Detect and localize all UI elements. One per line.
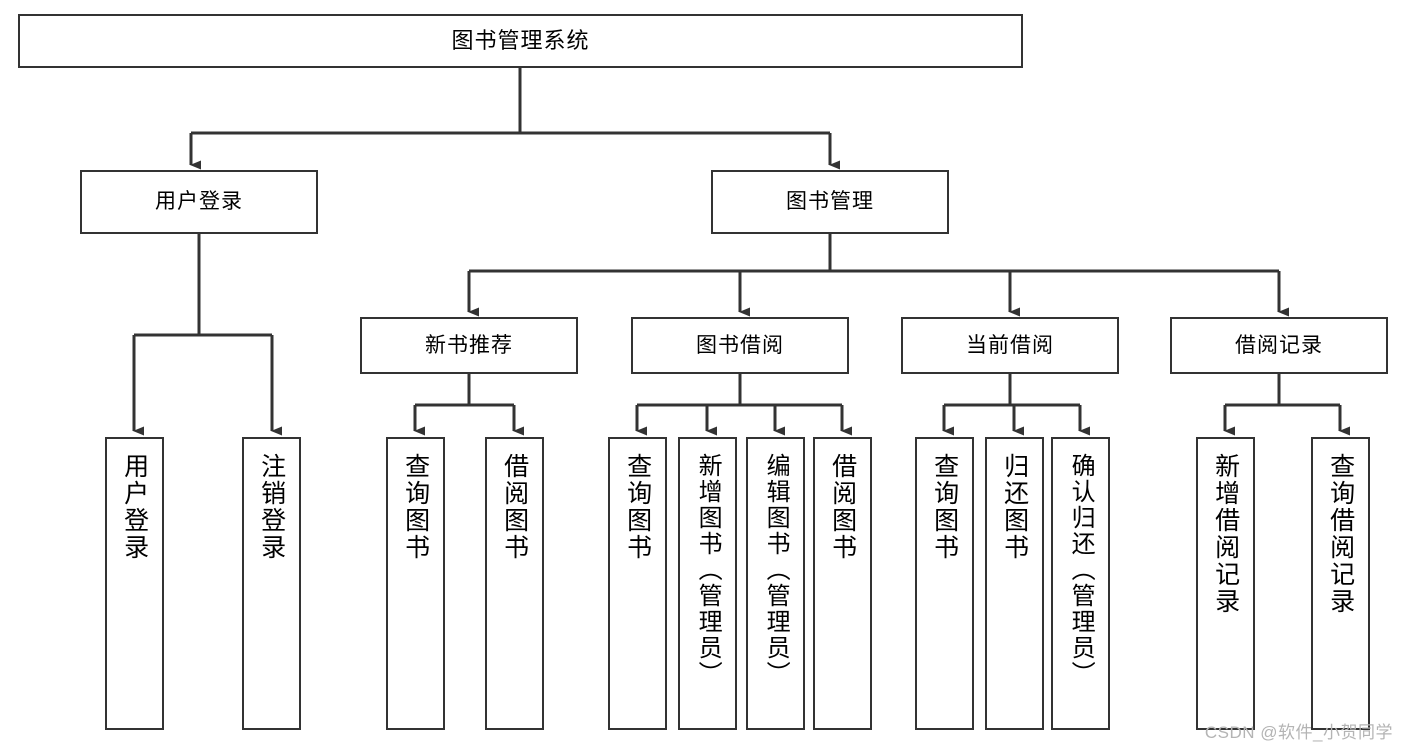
leaf-borrow-add-book-admin[interactable]: 新增图书（管理员）: [678, 437, 737, 730]
node-label: 新书推荐: [425, 333, 513, 357]
leaf-user-login-signout[interactable]: 注销登录: [242, 437, 301, 730]
node-label: 图书管理: [786, 190, 874, 214]
leaf-borrow-borrow-book[interactable]: 借阅图书: [813, 437, 872, 730]
node-book-management[interactable]: 图书管理: [711, 170, 949, 234]
node-label: 查询图书: [930, 453, 959, 561]
node-root-system[interactable]: 图书管理系统: [18, 14, 1023, 68]
node-label: 查询图书: [401, 453, 430, 561]
node-label: 新增图书（管理员）: [694, 453, 722, 687]
node-label: 借阅图书: [828, 453, 857, 561]
node-label: 查询借阅记录: [1326, 453, 1355, 615]
leaf-borrow-edit-book-admin[interactable]: 编辑图书（管理员）: [746, 437, 805, 730]
node-label: 确认归还（管理员）: [1067, 453, 1095, 687]
node-label: 用户登录: [120, 453, 149, 561]
node-label: 当前借阅: [966, 333, 1054, 357]
node-label: 用户登录: [155, 190, 243, 214]
leaf-current-query-book[interactable]: 查询图书: [915, 437, 974, 730]
leaf-recommend-borrow-book[interactable]: 借阅图书: [485, 437, 544, 730]
node-borrow-record[interactable]: 借阅记录: [1170, 317, 1388, 374]
leaf-borrow-query-book[interactable]: 查询图书: [608, 437, 667, 730]
leaf-record-query-record[interactable]: 查询借阅记录: [1311, 437, 1370, 730]
node-label: 注销登录: [257, 453, 286, 561]
watermark-text: CSDN @软件_小贺同学: [1204, 723, 1393, 742]
node-label: 新增借阅记录: [1211, 453, 1240, 615]
node-label: 归还图书: [1000, 453, 1029, 561]
node-label: 图书借阅: [696, 333, 784, 357]
leaf-current-confirm-return-admin[interactable]: 确认归还（管理员）: [1051, 437, 1110, 730]
leaf-recommend-query-book[interactable]: 查询图书: [386, 437, 445, 730]
node-label: 借阅图书: [500, 453, 529, 561]
node-user-login[interactable]: 用户登录: [80, 170, 318, 234]
leaf-record-add-record[interactable]: 新增借阅记录: [1196, 437, 1255, 730]
leaf-current-return-book[interactable]: 归还图书: [985, 437, 1044, 730]
node-label: 查询图书: [623, 453, 652, 561]
node-current-borrow[interactable]: 当前借阅: [901, 317, 1119, 374]
node-label: 编辑图书（管理员）: [762, 453, 790, 687]
leaf-user-login-signin[interactable]: 用户登录: [105, 437, 164, 730]
node-book-borrow[interactable]: 图书借阅: [631, 317, 849, 374]
node-label: 借阅记录: [1235, 333, 1323, 357]
node-new-book-recommend[interactable]: 新书推荐: [360, 317, 578, 374]
node-label: 图书管理系统: [451, 27, 590, 53]
